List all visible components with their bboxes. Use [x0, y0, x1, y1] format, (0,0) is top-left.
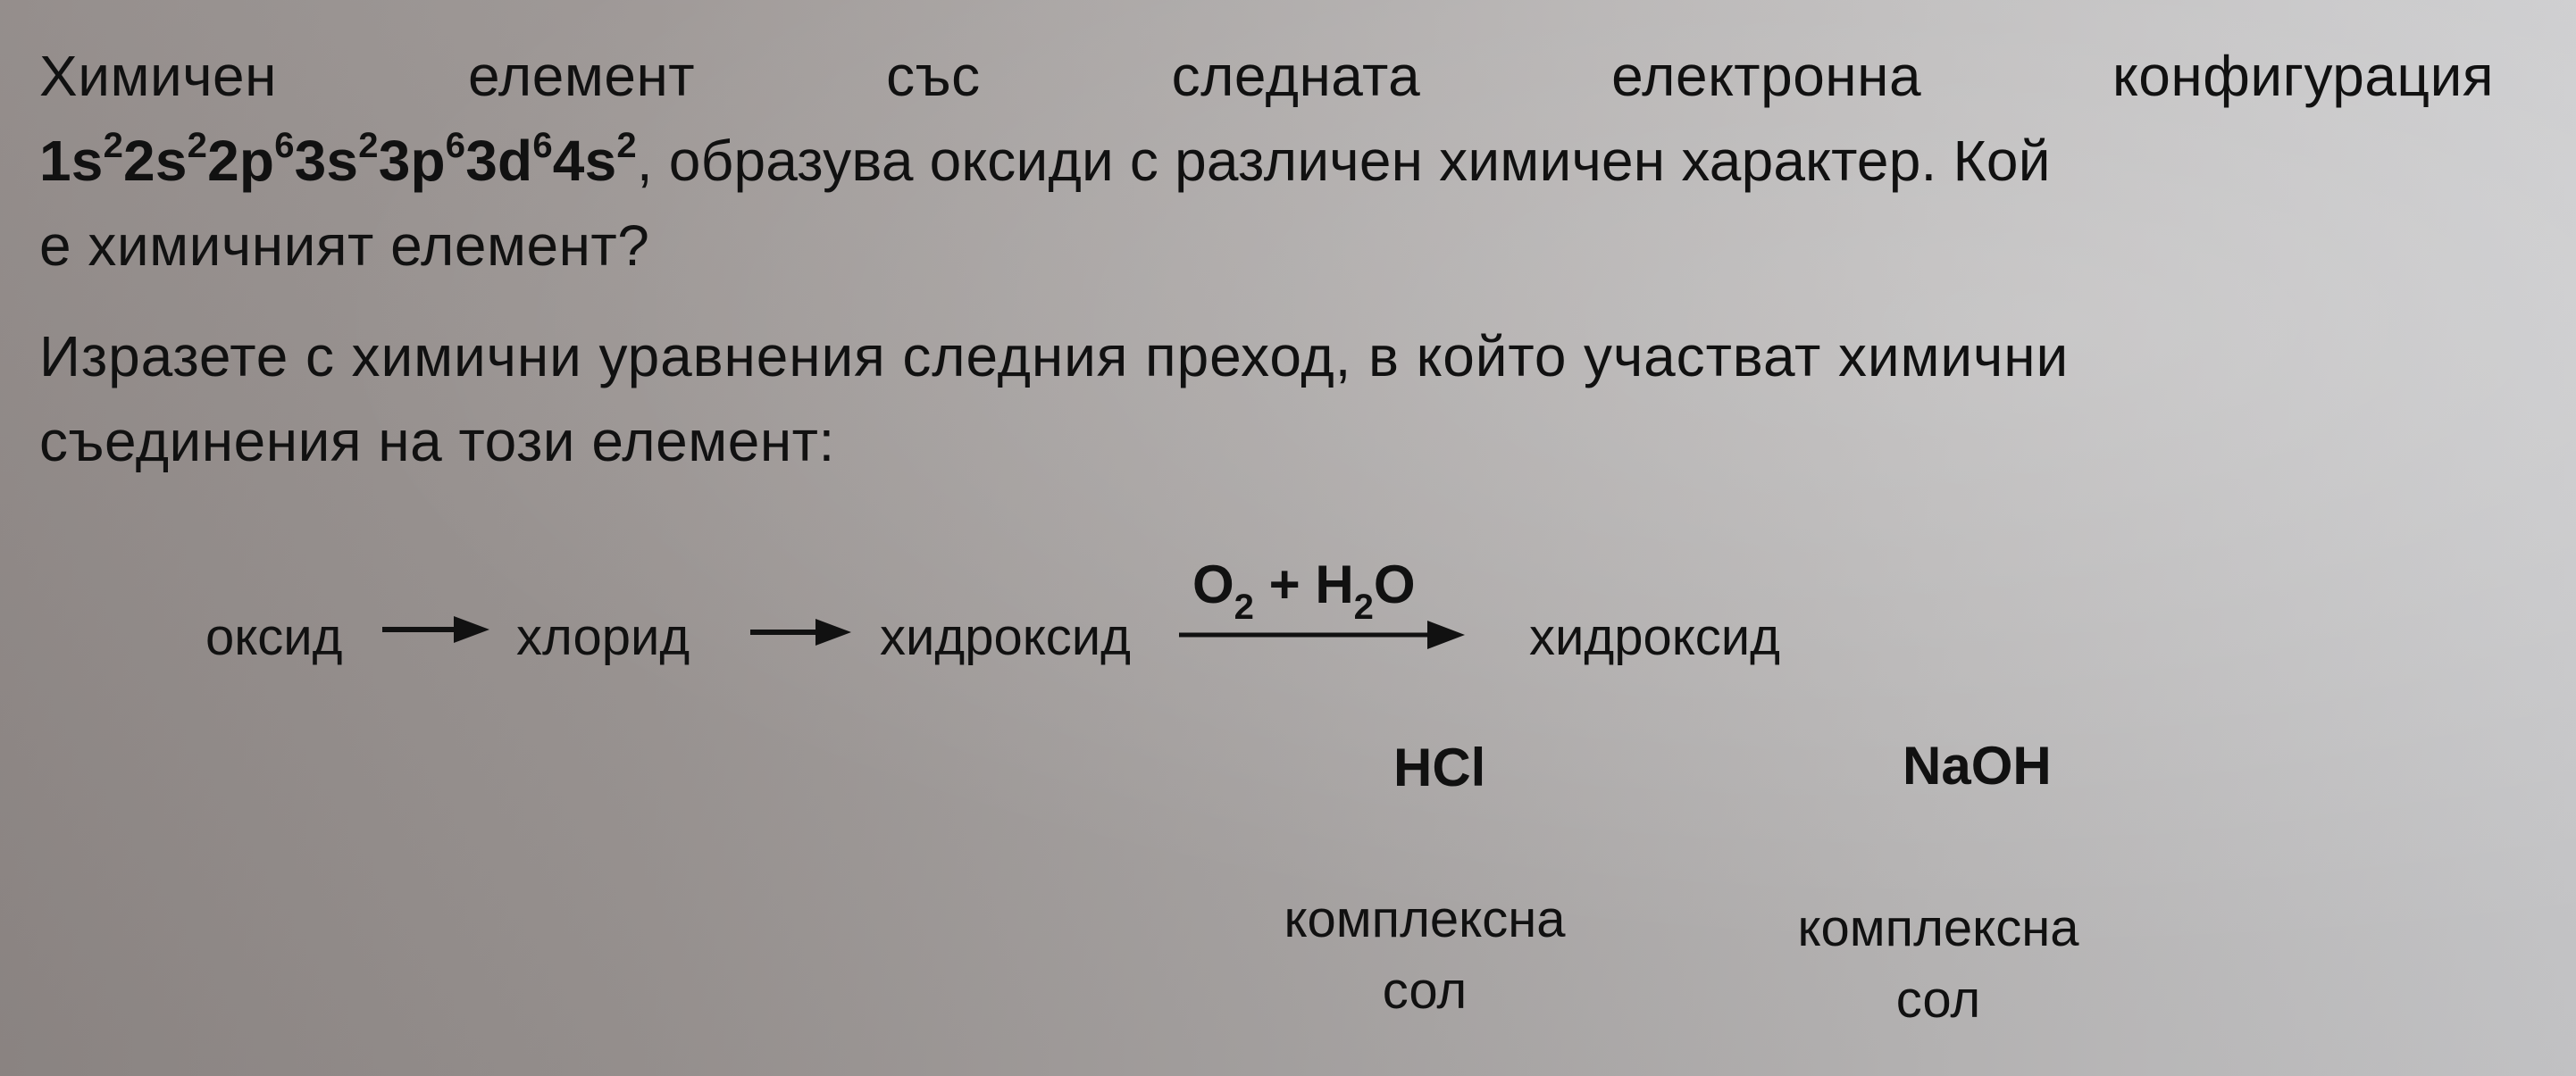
orbital: 3d	[465, 129, 533, 193]
arrow-oxide-to-chloride-icon	[382, 616, 489, 643]
question-line-3: е химичният елемент?	[39, 213, 650, 278]
node-hydroxide-1: хидроксид	[880, 608, 1132, 666]
orbital-electrons: 6	[274, 126, 295, 165]
task-paragraph: Изразете с химични уравнения следния пре…	[39, 314, 2494, 484]
orbital-electrons: 2	[616, 126, 637, 165]
product-left-line-1: комплексна	[1284, 890, 1566, 948]
orbital-electrons: 6	[532, 126, 553, 165]
orbital: 2p	[207, 129, 275, 193]
question-line-1: Химичен елемент със следната електронна …	[39, 34, 2494, 119]
reagent-o: O	[1373, 555, 1416, 614]
product-left: комплексна сол	[1246, 884, 1603, 1027]
product-left-line-2: сол	[1382, 962, 1468, 1020]
orbital-electrons: 6	[445, 126, 466, 165]
orbital: 3p	[378, 129, 446, 193]
reagent-h: H	[1315, 555, 1354, 614]
word: елемент	[467, 44, 696, 108]
reagent-o: O	[1192, 555, 1234, 614]
node-hydroxide-2: хидроксид	[1529, 608, 1781, 666]
orbital-electrons: 2	[358, 126, 379, 165]
orbital-electrons: 2	[187, 126, 208, 165]
subscript: 2	[1353, 588, 1374, 627]
word: електронна	[1611, 44, 1922, 108]
arrow-to-left-product-icon	[1311, 670, 1425, 835]
task-line-1: Изразете с химични уравнения следния пре…	[39, 324, 2070, 388]
task-line-2: съединения на този елемент:	[39, 409, 835, 473]
word: следната	[1171, 44, 1421, 108]
reagent-o2-h2o: O2 + H2O	[1192, 555, 1416, 626]
product-right-line-1: комплексна	[1797, 899, 2079, 957]
question-text: , образува оксиди с различен химичен хар…	[636, 129, 2051, 193]
reagent-naoh: NaOH	[1903, 736, 2052, 796]
reagent-hcl: HCl	[1393, 738, 1486, 797]
node-chloride: хлорид	[516, 608, 690, 666]
word: Химичен	[39, 44, 277, 108]
node-oxide: оксид	[205, 608, 343, 666]
arrow-chloride-to-hydroxide-icon	[750, 619, 851, 646]
orbital-electrons: 2	[103, 126, 124, 165]
product-right: комплексна сол	[1755, 893, 2121, 1036]
electron-configuration: 1s22s22p63s23p63d64s2	[39, 126, 637, 193]
orbital: 4s	[552, 129, 617, 193]
subscript: 2	[1234, 588, 1254, 627]
question-paragraph: Химичен елемент със следната електронна …	[39, 34, 2494, 288]
word: със	[886, 44, 981, 108]
arrow-hydroxide-oxidation-icon	[1179, 621, 1465, 649]
orbital: 1s	[39, 129, 104, 193]
orbital: 3s	[294, 129, 359, 193]
plus-sign: +	[1253, 555, 1316, 614]
question-line-2: 1s22s22p63s23p63d64s2, образува оксиди с…	[39, 119, 2494, 204]
orbital: 2s	[123, 129, 188, 193]
product-right-line-2: сол	[1895, 971, 1981, 1029]
word: конфигурация	[2112, 44, 2494, 108]
